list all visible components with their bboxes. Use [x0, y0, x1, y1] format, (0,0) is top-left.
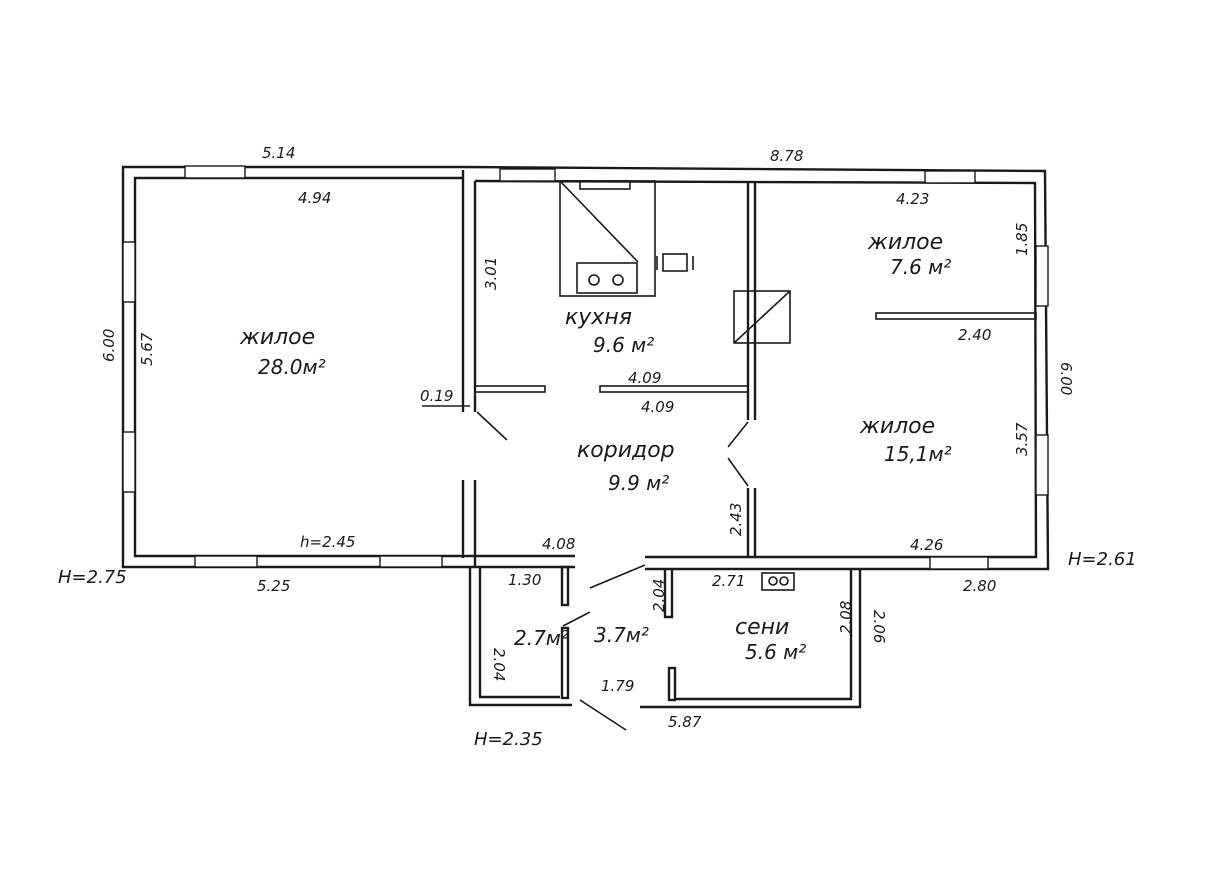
door-closet-a: [562, 611, 591, 627]
burner-left: [588, 274, 600, 286]
height-left: H=2.75: [58, 567, 127, 588]
window-right-lower: [1035, 434, 1049, 496]
window-left-lower: [122, 431, 136, 493]
room-name-kitchen: кухня: [565, 305, 632, 330]
room-name-living-large: жилое: [239, 325, 315, 350]
dim-right-top-inner: 4.23: [896, 190, 929, 208]
dim-left-room-top-inner: 4.94: [298, 189, 331, 207]
partition-kitchen-corridor-right: [599, 385, 749, 393]
window-top-right: [924, 170, 976, 184]
dim-left-outer-height: 6.00: [100, 329, 118, 362]
dim-bottom-left-outer: 5.25: [257, 577, 290, 595]
dim-kitchen-wall: 3.01: [482, 257, 500, 290]
entry-stove: [761, 572, 795, 591]
entry-burner-right: [779, 576, 789, 586]
kitchen-stove: [559, 180, 694, 297]
dim-bottom-left-inner: h=2.45: [300, 533, 355, 551]
door-entry-main: [589, 564, 646, 589]
room-name-living-small: жилое: [867, 230, 943, 255]
annex-outer-left: [468, 567, 572, 707]
annex-walls: [468, 565, 862, 709]
window-left-upper: [122, 241, 136, 303]
chimney: [733, 290, 791, 344]
sink: [662, 253, 688, 272]
door-corridor-right-lower: [727, 457, 749, 487]
room-area-corridor: 9.9 м²: [608, 471, 669, 495]
room-name-living-mid: жилое: [859, 414, 935, 439]
room-area-closet-b: 3.7м²: [594, 623, 649, 647]
room-area-entry: 5.6 м²: [745, 640, 806, 664]
burner-right: [612, 274, 624, 286]
dim-top-right-outer: 8.78: [770, 147, 803, 165]
wall-closet-divider: [560, 626, 570, 700]
wall-closet-b-right: [663, 569, 674, 619]
wall-closet-top-stub: [560, 565, 570, 607]
window-right-upper: [1035, 245, 1049, 307]
room-name-corridor: коридор: [577, 438, 675, 463]
dim-right-outer-height: 6.00: [1057, 362, 1075, 395]
window-top-kitchen: [499, 168, 556, 182]
dim-corridor-upper: 4.09: [628, 369, 661, 387]
dim-partition-right: 2.40: [958, 326, 991, 344]
dim-entry-inner-bottom: 1.79: [601, 677, 634, 695]
dim-bottom-mid: 4.08: [542, 535, 575, 553]
annex-inner-left: [478, 567, 560, 699]
outer-walls: [121, 165, 1050, 571]
dim-entry-top: 2.71: [712, 572, 745, 590]
dim-closet-top: 1.30: [508, 571, 541, 589]
stove-top-shelf: [579, 180, 631, 190]
window-bottom-left-a: [194, 555, 258, 568]
dim-corridor-lower: 4.09: [641, 398, 674, 416]
wall-entry-stub: [667, 666, 677, 702]
dim-bottom-right-inner: 4.26: [910, 536, 943, 554]
partitions: [474, 183, 1037, 557]
dim-bottom-right-outer: 2.80: [963, 577, 996, 595]
dim-wall-thickness: 0.19: [420, 387, 453, 405]
outer-wall-left-block: [121, 165, 575, 569]
inner-wall-left-block: [133, 176, 575, 558]
dim-right-mid-side: 3.57: [1013, 422, 1031, 456]
room-area-closet-a: 2.7м²: [514, 626, 569, 650]
inner-wall-top-right: [474, 179, 1038, 559]
dim-entry-bottom-outer: 5.87: [668, 713, 702, 731]
window-bottom-left-b: [379, 555, 443, 568]
dim-entry-side-outer: 2.06: [870, 610, 888, 643]
door-corridor-left: [476, 411, 508, 441]
room-area-living-large: 28.0м²: [258, 355, 326, 379]
partition-kitchen-corridor-left: [474, 385, 546, 393]
windows: [122, 165, 1049, 570]
room-area-living-small: 7.6 м²: [890, 255, 951, 279]
window-top-left: [184, 165, 246, 179]
room-area-kitchen: 9.6 м²: [593, 333, 654, 357]
dim-top-left-outer: 5.14: [262, 144, 295, 162]
dim-left-inner-height: 5.67: [138, 332, 156, 366]
outer-wall-top-right: [462, 165, 1050, 571]
dim-entry-side-inner: 2.08: [837, 601, 855, 634]
chimney-diagonal: [733, 290, 791, 344]
dim-closet-b-side: 2.04: [650, 579, 668, 612]
entry-inner-bottom: [675, 569, 853, 701]
door-corridor-right-upper: [727, 421, 749, 448]
room-name-entry: сени: [735, 615, 789, 640]
dim-corridor-right-side: 2.43: [727, 503, 745, 536]
height-bottom: H=2.35: [474, 729, 543, 750]
partition-right-rooms: [875, 312, 1037, 320]
window-bottom-right: [929, 556, 989, 570]
doors: [476, 411, 749, 731]
dim-right-top-side: 1.85: [1013, 223, 1031, 256]
entry-burner-left: [768, 576, 778, 586]
stove-hob: [576, 262, 638, 294]
room-area-living-mid: 15,1м²: [884, 442, 952, 466]
entry-outer-bottom: [640, 569, 862, 709]
stove-diagonal: [559, 180, 639, 263]
dim-closet-left-side: 2.04: [490, 648, 508, 681]
stove-body: [559, 180, 656, 297]
door-exterior: [579, 699, 627, 731]
height-right: H=2.61: [1068, 549, 1137, 570]
